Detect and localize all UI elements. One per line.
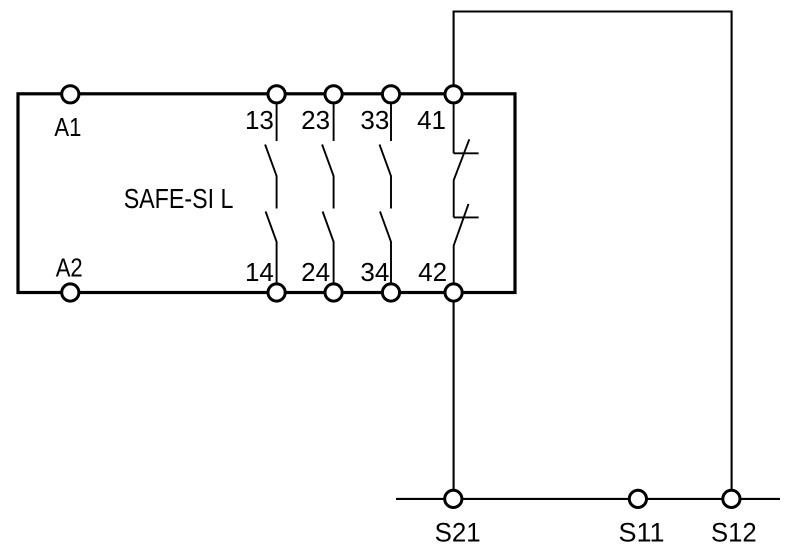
svg-text:14: 14 <box>245 257 274 287</box>
svg-text:24: 24 <box>301 257 330 287</box>
svg-text:S12: S12 <box>711 518 757 548</box>
svg-text:A2: A2 <box>56 253 83 283</box>
svg-text:42: 42 <box>418 257 447 287</box>
svg-text:SAFE-SI L: SAFE-SI L <box>124 183 234 214</box>
svg-text:33: 33 <box>360 105 389 135</box>
svg-text:23: 23 <box>301 105 330 135</box>
svg-text:34: 34 <box>360 257 389 287</box>
svg-text:13: 13 <box>245 105 274 135</box>
svg-text:S11: S11 <box>619 518 665 548</box>
svg-text:41: 41 <box>417 105 446 135</box>
svg-text:A1: A1 <box>54 112 81 142</box>
svg-text:S21: S21 <box>435 518 481 548</box>
